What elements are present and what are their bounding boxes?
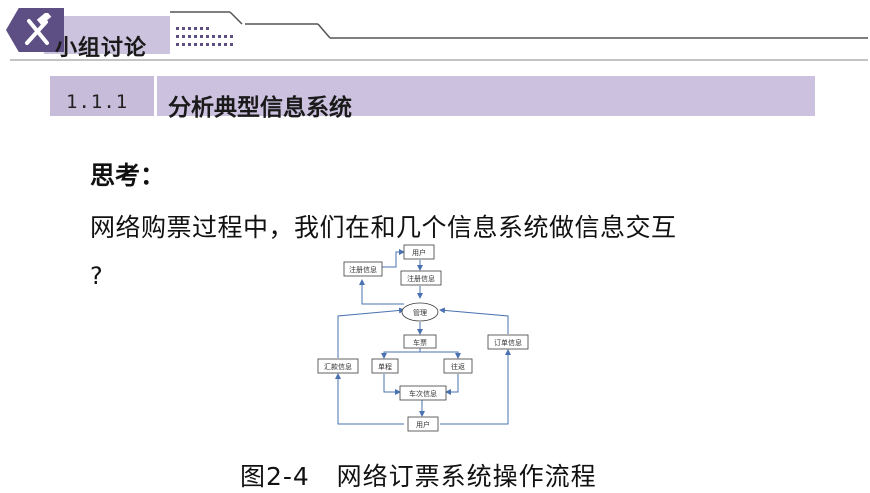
node-user-bottom-label: 用户	[416, 420, 430, 429]
hammer-wrench-icon	[25, 13, 52, 45]
subsection-divider	[154, 76, 157, 116]
node-one-way-label: 单程	[378, 362, 392, 371]
node-user-top-label: 用户	[412, 248, 426, 257]
subsection-title: 分析典型信息系统	[168, 95, 352, 121]
header-decoration-lines	[10, 11, 868, 61]
node-register-left-label: 注册信息	[349, 265, 377, 274]
node-user-top	[403, 244, 435, 260]
subsection-number: 1.1.1	[66, 91, 129, 113]
node-remit-info	[317, 358, 359, 374]
figure-caption: 图2-4 网络订票系统操作流程	[240, 462, 597, 491]
node-one-way	[371, 358, 399, 374]
node-train-info-label: 车次信息	[409, 389, 437, 398]
subsection-number-bg	[50, 76, 154, 116]
node-register-center	[400, 270, 442, 286]
node-round-trip-label: 往返	[451, 362, 465, 371]
node-register-left	[343, 261, 383, 277]
section-title: 小组讨论	[55, 36, 148, 61]
node-ticket-label: 车票	[413, 338, 427, 347]
node-order-info	[487, 334, 529, 350]
think-label: 思考：	[90, 161, 166, 190]
ticketing-flow-diagram: 用户 注册信息 注册信息 管理 车票 订单信息 汇款信息 单程 往返 车次信息 …	[317, 244, 529, 432]
subsection-bar	[50, 76, 815, 116]
node-user-bottom	[407, 416, 439, 432]
section-title-band	[44, 16, 170, 54]
slide-header: 小组讨论	[0, 0, 870, 62]
node-train-info	[399, 385, 447, 401]
question-tail: ?	[90, 262, 103, 290]
node-remit-info-label: 汇款信息	[324, 362, 352, 371]
node-manage	[401, 302, 439, 322]
node-register-center-label: 注册信息	[407, 274, 435, 283]
node-round-trip	[443, 358, 473, 374]
question-text: 网络购票过程中，我们在和几个信息系统做信息交互	[90, 213, 677, 242]
node-ticket	[403, 334, 437, 349]
node-manage-label: 管理	[413, 308, 427, 317]
section-icon-badge	[6, 8, 64, 52]
node-order-info-label: 订单信息	[494, 338, 522, 347]
